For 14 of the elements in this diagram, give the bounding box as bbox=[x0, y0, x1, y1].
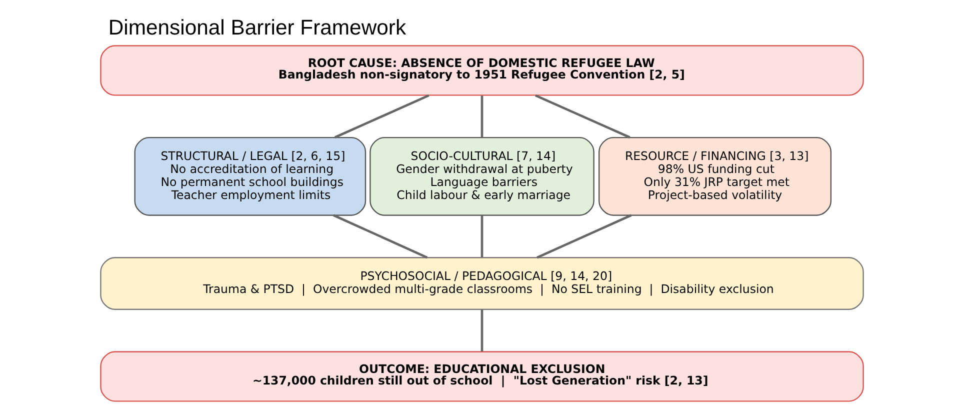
node-box: ROOT CAUSE: ABSENCE OF DOMESTIC REFUGEE LAW Bangladesh non-signatory to 1951 Refugee Convention [2, 5] bbox=[100, 45, 864, 96]
connector bbox=[480, 96, 484, 138]
node-box: SOCIO-CULTURAL [7, 14] Gender withdrawal at puberty Language barriers Child labour & early marriage bbox=[370, 136, 594, 216]
connector bbox=[334, 94, 430, 138]
node-box: PSYCHOSOCIAL / PEDAGOGICAL [9, 14, 20] Trauma & PTSD | Overcrowded multi-grade classrooms | No SEL training | Disability exclusion bbox=[100, 257, 864, 310]
connector bbox=[333, 214, 428, 259]
connector bbox=[536, 214, 632, 259]
connector bbox=[480, 309, 484, 352]
diagram-title: Dimensional Barrier Framework bbox=[108, 16, 406, 40]
connector bbox=[534, 94, 630, 138]
node-box: RESOURCE / FINANCING [3, 13] 98% US funding cut Only 31% JRP target met Project-based volatility bbox=[598, 136, 832, 216]
node-box: STRUCTURAL / LEGAL [2, 6, 15] No accreditation of learning No permanent school buildings Teacher employment limits bbox=[134, 136, 366, 216]
connector bbox=[480, 215, 484, 258]
node-box: OUTCOME: EDUCATIONAL EXCLUSION ~137,000 children still out of school | "Lost Generation" risk [2, 13] bbox=[100, 351, 864, 402]
